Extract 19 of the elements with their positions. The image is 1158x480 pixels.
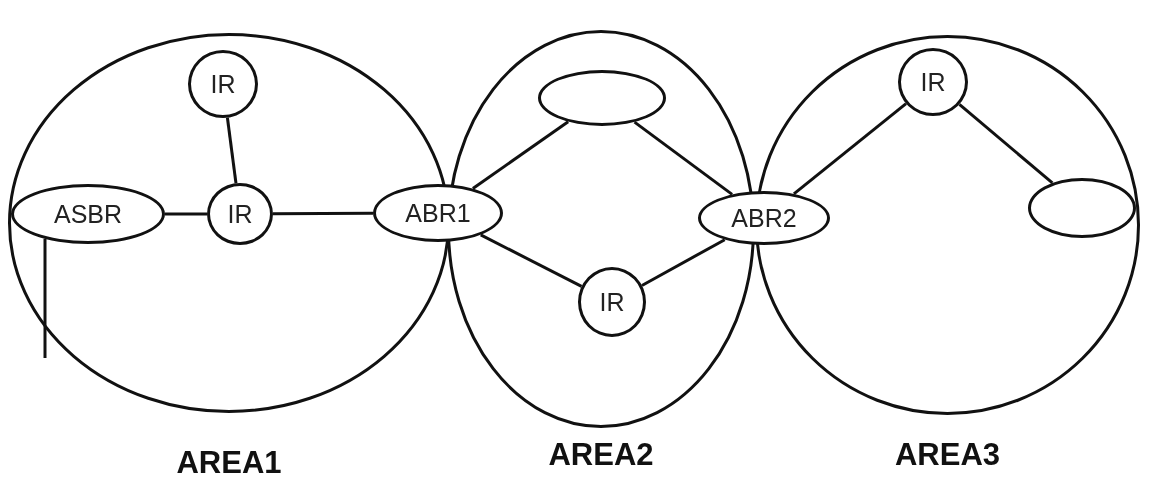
link-line <box>273 211 373 216</box>
router-node: IR <box>578 267 646 337</box>
area-label: AREA3 <box>894 437 1001 473</box>
link-line <box>472 120 569 190</box>
router-node <box>1028 178 1136 238</box>
link-line <box>225 117 238 184</box>
link-line <box>641 238 726 287</box>
link-line <box>165 212 207 216</box>
router-node: ASBR <box>11 184 165 244</box>
area-label: AREA1 <box>176 445 282 480</box>
router-node: IR <box>188 50 258 118</box>
router-node: IR <box>898 48 968 116</box>
area-label: AREA2 <box>548 437 654 473</box>
router-node: ABR1 <box>373 184 503 242</box>
link-line <box>480 233 583 288</box>
router-node: IR <box>207 183 273 245</box>
link-line <box>43 238 47 358</box>
link-line <box>958 103 1054 185</box>
router-node: ABR2 <box>698 191 830 245</box>
